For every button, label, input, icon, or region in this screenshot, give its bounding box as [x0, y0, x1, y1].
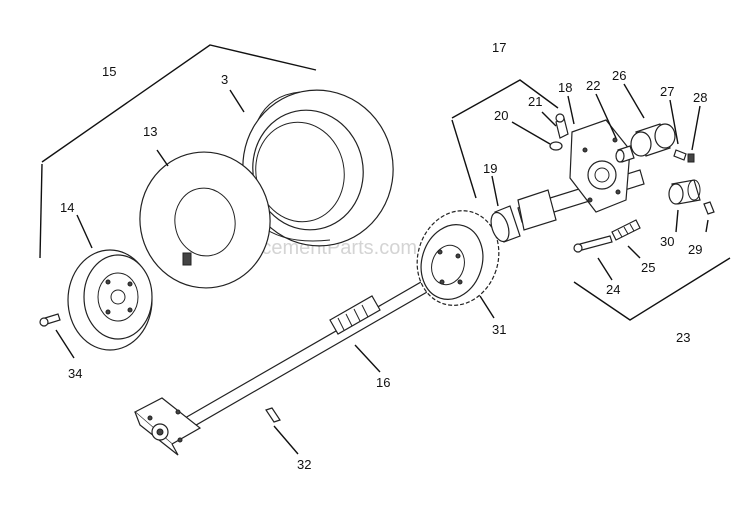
callout-26: 26 [612, 68, 626, 83]
gear-part[interactable] [405, 200, 511, 316]
spindle-hub-part[interactable] [517, 119, 645, 231]
valve-stem-icon [182, 252, 192, 266]
pin-part-29[interactable] [703, 201, 715, 215]
callout-28: 28 [693, 90, 707, 105]
callout-labels: 15 3 13 14 34 16 32 31 17 19 20 21 18 22… [60, 40, 707, 472]
leader-lines [39, 44, 731, 455]
bolt-part-34[interactable] [39, 313, 61, 327]
callout-13: 13 [143, 124, 157, 139]
callout-16: 16 [376, 375, 390, 390]
cap-part-26[interactable] [630, 123, 676, 157]
callout-20: 20 [494, 108, 508, 123]
bushing-part-30[interactable] [668, 179, 701, 205]
callout-18: 18 [558, 80, 572, 95]
inner-tube-part[interactable] [129, 142, 281, 299]
callout-29: 29 [688, 242, 702, 257]
roll-pin-part-25[interactable] [611, 219, 641, 241]
callout-34: 34 [68, 366, 82, 381]
grease-fitting-part[interactable] [555, 113, 569, 139]
callout-19: 19 [483, 161, 497, 176]
callout-23: 23 [676, 330, 690, 345]
callout-24: 24 [606, 282, 620, 297]
callout-30: 30 [660, 234, 674, 249]
callout-17: 17 [492, 40, 506, 55]
wheel-rim-part[interactable] [67, 249, 153, 351]
callout-27: 27 [660, 84, 674, 99]
nut-part-28[interactable] [687, 153, 695, 163]
callout-32: 32 [297, 457, 311, 472]
pin-part-32[interactable] [265, 407, 281, 423]
axle-shaft-part[interactable] [133, 277, 435, 456]
callout-15: 15 [102, 64, 116, 79]
seal-part-22[interactable] [615, 145, 635, 163]
callout-14: 14 [60, 200, 74, 215]
tire-part[interactable] [228, 76, 407, 260]
screw-part-27[interactable] [673, 149, 687, 161]
bolt-part-24[interactable] [573, 235, 613, 253]
bushing-part-19[interactable] [488, 205, 521, 244]
callout-3: 3 [221, 72, 228, 87]
callout-22: 22 [586, 78, 600, 93]
callout-21: 21 [528, 94, 542, 109]
washer-part-20[interactable] [549, 141, 563, 151]
callout-31: 31 [492, 322, 506, 337]
callout-25: 25 [641, 260, 655, 275]
